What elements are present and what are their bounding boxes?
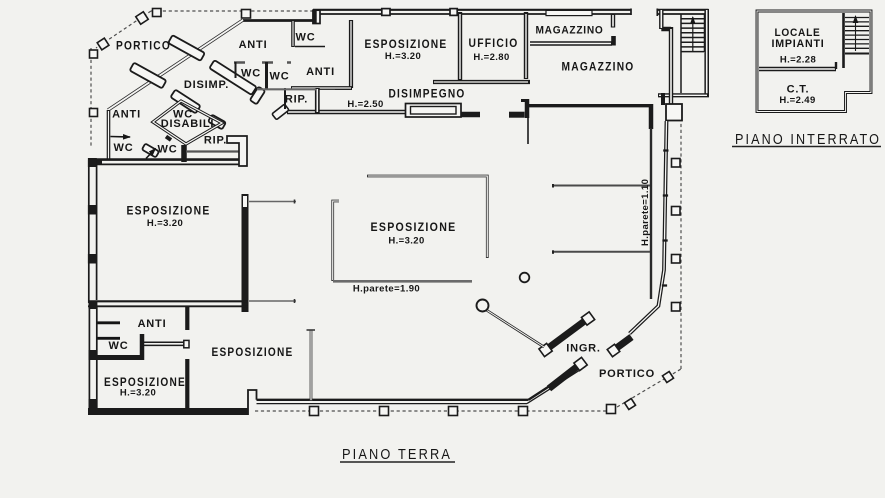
svg-text:H.=3.20: H.=3.20 xyxy=(147,218,183,229)
svg-text:ANTI: ANTI xyxy=(112,109,141,121)
svg-text:INGR.: INGR. xyxy=(566,343,601,355)
svg-text:DISIMPEGNO: DISIMPEGNO xyxy=(389,89,466,101)
svg-text:DISIMP.: DISIMP. xyxy=(184,79,229,91)
svg-text:IMPIANTI: IMPIANTI xyxy=(772,38,825,50)
svg-text:PORTICO: PORTICO xyxy=(116,41,171,53)
svg-text:WC: WC xyxy=(296,32,316,44)
svg-text:DISABILI: DISABILI xyxy=(161,118,214,130)
svg-text:ANTI: ANTI xyxy=(138,318,167,330)
svg-text:H.=2.80: H.=2.80 xyxy=(473,52,509,63)
svg-text:ESPOSIZIONE: ESPOSIZIONE xyxy=(127,206,211,218)
svg-text:WC: WC xyxy=(270,71,290,83)
svg-text:MAGAZZINO: MAGAZZINO xyxy=(536,25,604,37)
svg-text:RIP.: RIP. xyxy=(285,94,308,106)
svg-text:MAGAZZINO: MAGAZZINO xyxy=(562,62,635,74)
svg-text:H.=2.50: H.=2.50 xyxy=(347,99,383,110)
svg-text:ANTI: ANTI xyxy=(306,66,335,78)
svg-text:H.parete=1.90: H.parete=1.90 xyxy=(353,284,420,295)
svg-text:ESPOSIZIONE: ESPOSIZIONE xyxy=(104,377,186,389)
svg-text:WC: WC xyxy=(114,142,134,154)
svg-text:H.=3.20: H.=3.20 xyxy=(120,388,156,399)
svg-text:H.=3.20: H.=3.20 xyxy=(388,236,424,247)
svg-text:RIP.: RIP. xyxy=(204,135,227,147)
svg-text:C.T.: C.T. xyxy=(787,84,810,96)
svg-text:PIANO TERRA: PIANO TERRA xyxy=(342,446,452,463)
svg-text:H.=2.49: H.=2.49 xyxy=(779,95,815,106)
svg-text:WC: WC xyxy=(109,340,129,352)
svg-text:ESPOSIZIONE: ESPOSIZIONE xyxy=(365,39,448,51)
svg-text:H.=3.20: H.=3.20 xyxy=(385,51,421,62)
svg-text:WC: WC xyxy=(158,144,178,156)
svg-text:PIANO INTERRATO: PIANO INTERRATO xyxy=(735,131,881,148)
svg-text:ESPOSIZIONE: ESPOSIZIONE xyxy=(212,347,294,359)
svg-text:LOCALE: LOCALE xyxy=(775,27,821,39)
svg-text:H.parete=1.10: H.parete=1.10 xyxy=(640,179,651,246)
svg-text:H.=2.28: H.=2.28 xyxy=(780,55,816,66)
svg-text:UFFICIO: UFFICIO xyxy=(469,38,519,50)
svg-text:WC: WC xyxy=(173,109,193,121)
svg-text:WC: WC xyxy=(241,68,261,80)
svg-text:ANTI: ANTI xyxy=(239,39,268,51)
svg-text:PORTICO: PORTICO xyxy=(599,368,655,380)
svg-text:ESPOSIZIONE: ESPOSIZIONE xyxy=(371,222,457,234)
